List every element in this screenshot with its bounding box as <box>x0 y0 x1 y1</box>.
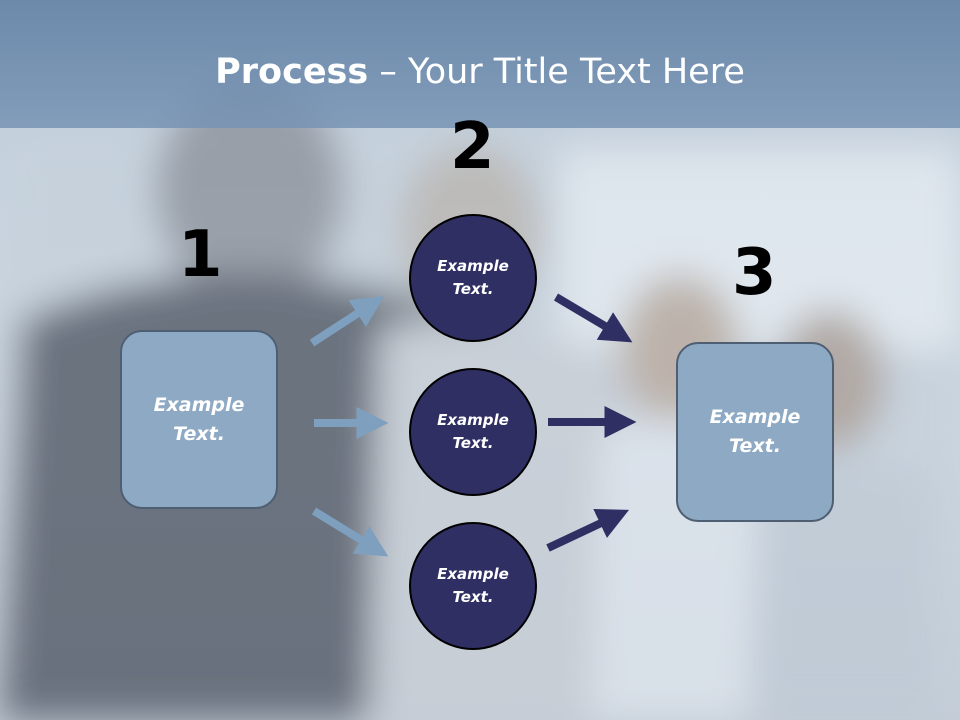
circle-top: Example Text. <box>409 214 537 342</box>
step-number-3: 3 <box>732 236 777 310</box>
right-box: Example Text. <box>676 342 834 522</box>
arrow-top-to-right <box>553 293 633 343</box>
circle-bottom-text: Example Text. <box>437 565 509 606</box>
right-box-text: Example Text. <box>709 406 801 457</box>
title-bold: Process <box>215 52 369 92</box>
arrow-left-to-top <box>309 296 385 347</box>
step-number-2: 2 <box>450 110 495 184</box>
arrow-left-to-bottom <box>311 507 389 557</box>
circle-bottom: Example Text. <box>409 522 537 650</box>
left-box-text: Example Text. <box>153 393 245 445</box>
slide-title: Process – Your Title Text Here <box>0 52 960 92</box>
step-number-1: 1 <box>178 218 223 292</box>
title-band <box>0 0 960 128</box>
arrow-bottom-to-right <box>546 509 630 552</box>
circle-middle: Example Text. <box>409 368 537 496</box>
left-box: Example Text. <box>120 330 278 509</box>
circle-middle-text: Example Text. <box>437 411 509 452</box>
circle-top-text: Example Text. <box>437 257 509 298</box>
title-rest: – Your Title Text Here <box>368 52 745 92</box>
